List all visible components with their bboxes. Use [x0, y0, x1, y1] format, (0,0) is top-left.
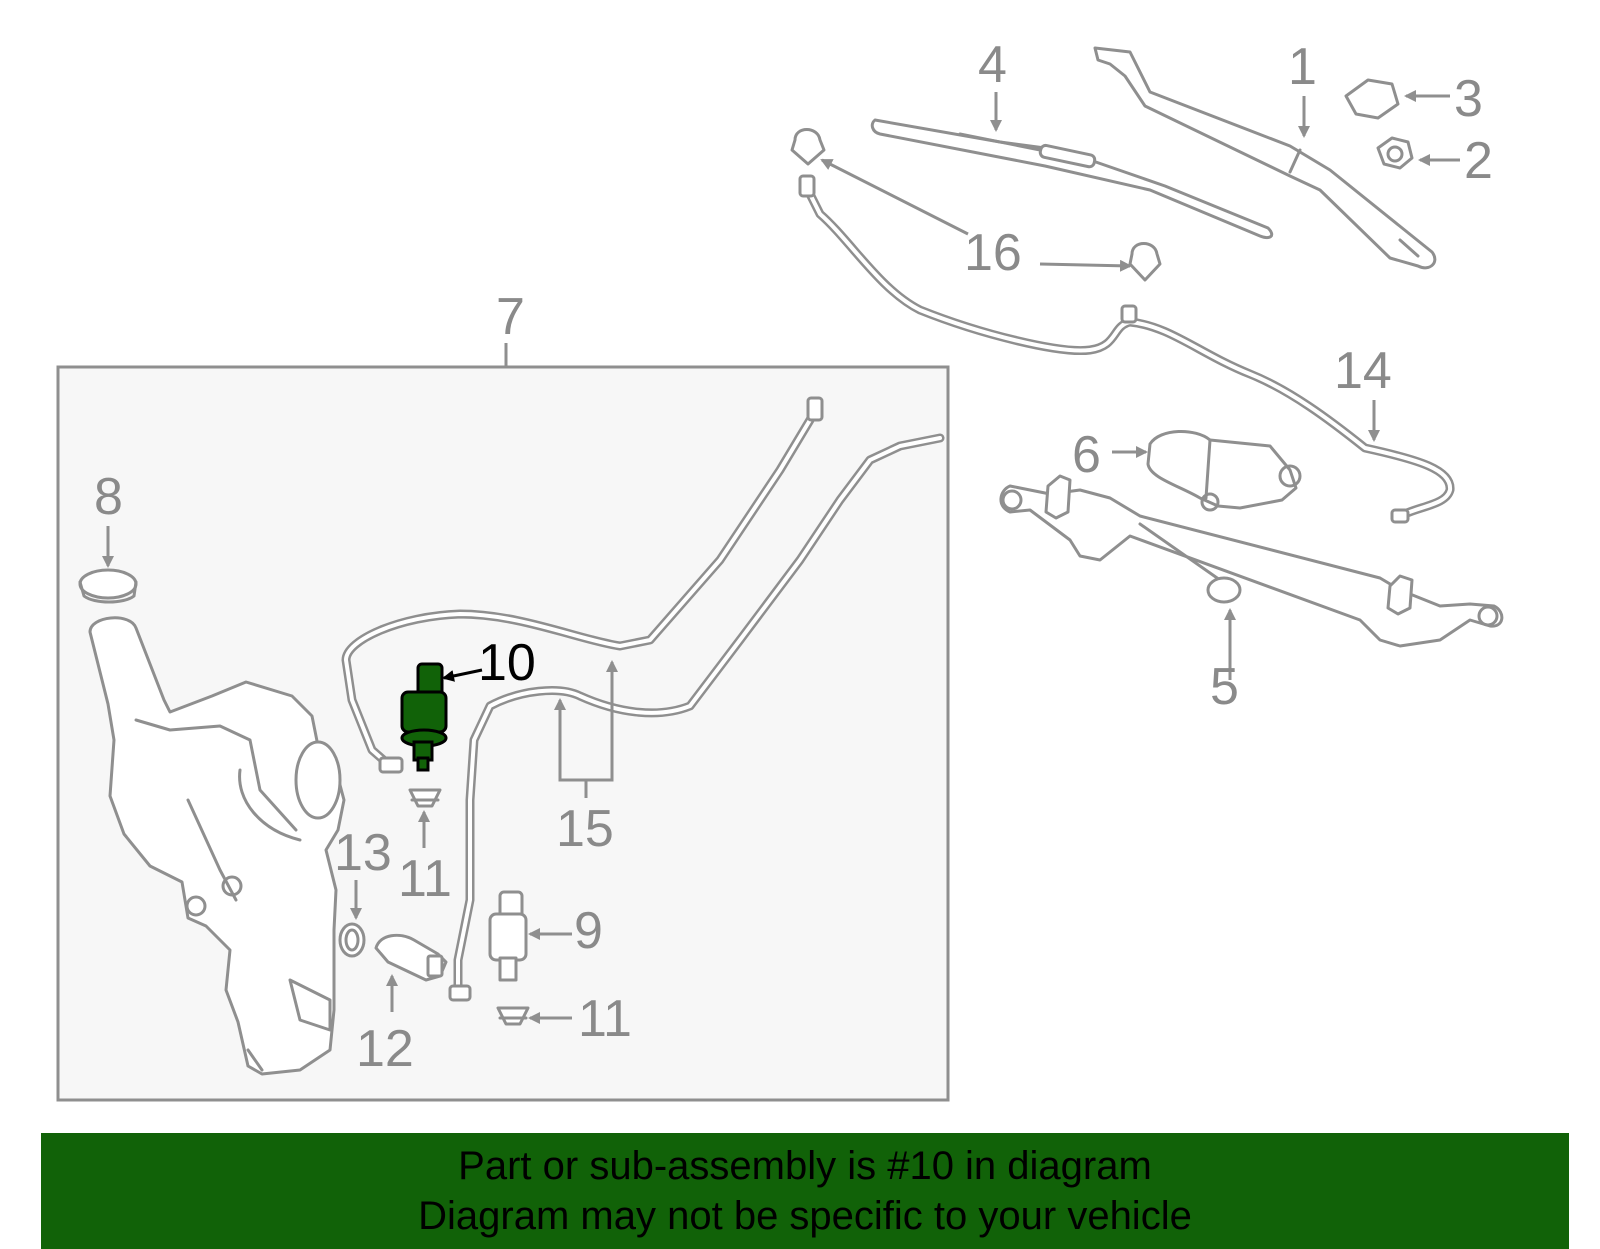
callout-14: 14: [1334, 342, 1392, 400]
reservoir-cap: [78, 568, 138, 604]
pump-grommet-upper: [408, 788, 442, 808]
pump-grommet-lower: [496, 1006, 530, 1026]
callout-3: 3: [1454, 70, 1483, 128]
callout-2: 2: [1464, 132, 1493, 190]
callout-7: 7: [496, 288, 525, 346]
callout-9: 9: [574, 902, 603, 960]
wiper-motor: [1146, 429, 1302, 512]
callout-10: 10: [478, 634, 536, 692]
callout-6: 6: [1072, 426, 1101, 484]
callout-5: 5: [1210, 658, 1239, 716]
info-banner: Part or sub-assembly is #10 in diagram D…: [41, 1133, 1569, 1249]
wiper-blade: [870, 118, 1274, 240]
wiper-arm-nut: [1376, 136, 1414, 170]
callout-11-lower: 11: [578, 990, 632, 1048]
callout-16: 16: [964, 224, 1022, 282]
washer-nozzle-left: [790, 128, 826, 166]
callout-11-upper: 11: [398, 850, 452, 908]
washer-pump-secondary: [488, 890, 528, 982]
wiper-arm: [1093, 46, 1437, 270]
wiper-arm-cap: [1344, 78, 1400, 120]
wiper-linkage: [999, 474, 1504, 648]
washer-hose-upper: [798, 174, 1455, 524]
callout-4: 4: [978, 36, 1007, 94]
parts-diagram: 1 2 3 4 5 6 7 8 9 10 11 11 12 13 14 15 1…: [56, 36, 1504, 1102]
banner-line-disclaimer: Diagram may not be specific to your vehi…: [418, 1194, 1192, 1238]
sensor-seal: [338, 922, 366, 958]
callout-13: 13: [334, 824, 392, 882]
level-sensor: [374, 933, 448, 982]
washer-pump-highlighted: [400, 662, 448, 772]
banner-line-part: Part or sub-assembly is #10 in diagram: [458, 1144, 1152, 1188]
washer-hose-lower-1: [341, 396, 824, 774]
washer-hose-lower-2: [448, 433, 945, 1002]
callout-15: 15: [556, 800, 614, 858]
callout-12: 12: [356, 1020, 414, 1078]
washer-reservoir: [88, 616, 346, 1076]
callout-8: 8: [94, 468, 123, 526]
washer-nozzle-right: [1128, 242, 1162, 282]
callout-1: 1: [1288, 38, 1317, 96]
